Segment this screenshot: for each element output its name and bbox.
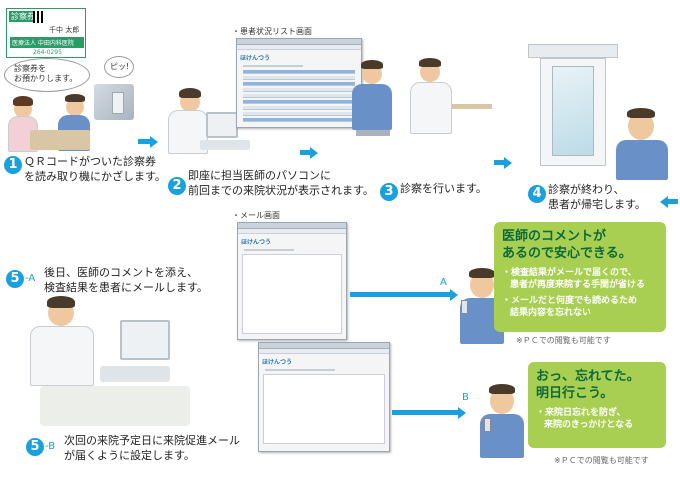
- clinic-card: 診察券 千中 太郎 医療法人 中田内科医院 264-0295: [6, 8, 86, 58]
- card-reader-device: [112, 92, 124, 114]
- speech-bubble-beep: [104, 56, 134, 78]
- step-2-caption-line2: 前回までの来院状況が表示されます。: [188, 184, 374, 197]
- flow-arrow-3-head: [504, 157, 512, 169]
- step-4-number: 4: [528, 185, 546, 203]
- benefit-a-point-1b: 患者が再度来院する手間が省ける: [510, 280, 646, 290]
- card-clinic: 医療法人 中田内科医院: [10, 37, 84, 48]
- step-5a-caption-line2: 検査結果を患者にメールします。: [44, 281, 208, 294]
- arrow-a-head: [450, 289, 458, 301]
- benefit-b-point-1a: ・来院日忘れを防ぎ、: [536, 408, 626, 418]
- screen-mail-label: ・メール画面: [232, 211, 280, 220]
- step-5a-number: 5: [6, 270, 24, 288]
- step-2-caption-line1: 即座に担当医師のパソコンに: [188, 169, 331, 182]
- benefit-b-point-1b: 来院のきっかけとなる: [544, 420, 634, 430]
- step-5a-sub: -A: [25, 273, 36, 284]
- benefit-bubble-a: 医師のコメントが あるので安心できる。 ・検査結果がメールで届くので、 患者が再…: [494, 222, 666, 332]
- screen-top-label: ・患者状況リスト画面: [232, 27, 312, 36]
- arrow-b-head: [458, 407, 466, 419]
- step-3-number: 3: [380, 183, 398, 201]
- step-5b-number: 5: [26, 438, 44, 456]
- step-5a-caption-line1: 後日、医師のコメントを添え、: [44, 266, 198, 279]
- patient-list-screen: ほけんつう: [236, 38, 362, 128]
- step-4-caption-line1: 診察が終わり、: [548, 183, 625, 196]
- step-5b-caption-line2: が届くように設定します。: [64, 449, 195, 462]
- benefit-bubble-b: おっ、忘れてた。 明日行こう。 ・来院日忘れを防ぎ、 来院のきっかけとなる: [528, 362, 666, 448]
- speech-bubble-beep-text: ピッ!: [110, 62, 130, 71]
- qr-code-icon: [33, 11, 45, 23]
- benefit-b-title-2: 明日行こう。: [536, 386, 614, 401]
- benefit-a-title-2: あるので安心できる。: [502, 246, 632, 261]
- flow-arrow-1-head: [150, 136, 158, 148]
- flow-arrow-4: [668, 199, 678, 204]
- screen-logo: ほけんつう: [240, 55, 271, 62]
- mail-screen-a-logo: ほけんつう: [241, 239, 272, 246]
- flow-arrow-4-head: [660, 196, 668, 208]
- card-phone: 264-0295: [33, 49, 62, 56]
- benefit-a-note: ※ＰＣでの閲覧も可能です: [516, 336, 611, 345]
- benefit-a-point-1a: ・検査結果がメールで届くので、: [502, 268, 637, 278]
- flow-arrow-2-head: [310, 147, 318, 159]
- mail-screen-a: ほけんつう: [237, 222, 347, 340]
- step-1-caption-line1: ＱＲコードがついた診察券: [24, 155, 156, 168]
- benefit-b-title-1: おっ、忘れてた。: [536, 369, 640, 384]
- arrow-a-label: A: [440, 277, 447, 288]
- step-5b-sub: -B: [45, 441, 56, 452]
- flow-arrow-2: [300, 150, 310, 155]
- flow-arrow-1: [138, 139, 150, 144]
- mail-screen-b: ほけんつう: [258, 342, 390, 452]
- benefit-a-point-2b: 結果内容を忘れない: [510, 308, 592, 318]
- card-header: 診察券: [9, 11, 37, 22]
- card-name: 千中 太郎: [49, 26, 80, 34]
- flow-arrow-3: [494, 160, 504, 165]
- arrow-b-label: B: [462, 392, 469, 403]
- step-4-caption-line2: 患者が帰宅します。: [548, 198, 646, 211]
- speech-bubble-reception-text: 診察券を お預かりします。: [14, 64, 78, 83]
- benefit-a-point-2a: ・メールだと何度でも読めるため: [502, 296, 638, 306]
- step-1-caption-line2: を読み取り機にかざします。: [24, 170, 166, 183]
- arrow-a: [350, 292, 450, 297]
- step-3-caption-line1: 診察を行います。: [400, 182, 487, 195]
- step-5b-caption-line1: 次回の来院予定日に来院促進メール: [64, 434, 240, 447]
- mail-screen-b-logo: ほけんつう: [262, 359, 293, 366]
- benefit-a-title-1: 医師のコメントが: [502, 229, 607, 244]
- benefit-b-note: ※ＰＣでの閲覧も可能です: [554, 456, 649, 465]
- arrow-b: [392, 410, 458, 415]
- speech-bubble-reception: [4, 58, 90, 92]
- step-2-number: 2: [168, 177, 186, 195]
- step-1-number: 1: [4, 156, 22, 174]
